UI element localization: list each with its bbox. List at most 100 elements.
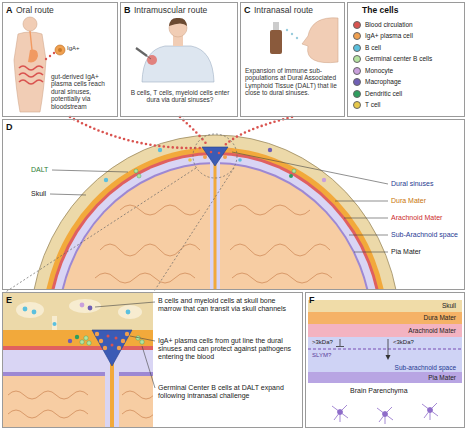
panel-note: B cells, T cells, myeloid cells enter du…: [125, 89, 235, 104]
head-cross-section: [238, 158, 242, 162]
membrane-label: SLYM?: [312, 352, 331, 359]
human-torso: [136, 48, 147, 56]
route-panel: BIntramuscular route B cells, T cells, my…: [120, 2, 238, 117]
meninges-zoom: [53, 322, 57, 326]
figure-panel: FSkullDura MaterArachnoid MaterSub-arach…: [305, 292, 465, 428]
head-cross-section: [210, 151, 213, 154]
human-torso: [136, 18, 214, 82]
meninges-zoom: [3, 376, 153, 427]
leader-line: [95, 302, 155, 388]
meninges-zoom: [115, 337, 118, 340]
layer-band: Arachnoid Mater: [308, 324, 462, 337]
human-body: [23, 17, 37, 31]
neuron-icon: [332, 405, 348, 422]
zoom-outline: [4, 168, 196, 293]
meninges-zoom: [69, 299, 101, 313]
size-label: <3kDa?: [393, 339, 414, 346]
legend-item: Dendritic cell: [353, 89, 402, 98]
layer-bands: [308, 324, 462, 337]
panel-note: gut-derived IgA+ plasma cells reach dura…: [51, 73, 116, 110]
slym-membrane: [308, 348, 462, 349]
panel-letter: E: [6, 295, 12, 305]
layer-bands: [308, 300, 462, 383]
meninges-zoom: [117, 346, 121, 350]
meninges-zoom: [3, 372, 153, 376]
structure-label: Arachnoid Mater: [390, 214, 443, 222]
legend-text: Blood circulation: [365, 21, 413, 28]
diffusion-arrow: [336, 339, 391, 360]
head-cross-section: [322, 178, 326, 182]
zoom-outline: [193, 134, 237, 178]
meninges-zoom: [95, 332, 99, 336]
human-body: [30, 31, 32, 50]
layer-name: Dura Mater: [423, 314, 456, 321]
head-cross-section: [214, 160, 217, 289]
leader-line: [95, 302, 155, 307]
meninges-zoom: [107, 335, 110, 338]
head-cross-section: [289, 174, 293, 178]
legend-swatch: [353, 32, 361, 40]
head-cross-section: [210, 160, 220, 289]
legend-swatch: [353, 21, 361, 29]
head-cross-section: [223, 155, 227, 159]
panel-heading: Intranasal route: [254, 6, 313, 16]
face-profile: [291, 33, 293, 35]
plasma-cell-icon: [49, 55, 51, 57]
layer-name: Arachnoid Mater: [408, 327, 456, 334]
region-label: Brain Parenchyma: [350, 387, 408, 395]
face-profile: [273, 22, 279, 30]
zoom-outline: [4, 134, 237, 293]
face-profile: [270, 30, 282, 54]
meninges-zoom: [99, 339, 103, 343]
face-profile: [296, 37, 298, 39]
panel-letter: A: [6, 5, 13, 15]
layer-band: Dura Mater: [308, 312, 462, 324]
panel-heading: Intramuscular route: [134, 6, 207, 16]
structure-label: DALT: [30, 166, 49, 174]
meninges-zoom: [23, 307, 28, 312]
meninges-zoom: [87, 341, 91, 345]
face-profile: [302, 18, 338, 63]
meninges-zoom: [118, 305, 142, 319]
legend-text: T cell: [365, 101, 380, 108]
head-cross-section: [218, 152, 221, 155]
layer-bands: [308, 312, 462, 324]
plasma-cell-icon: [53, 52, 55, 54]
plasma-cell-icon: [55, 45, 65, 55]
meninges-zoom: [8, 391, 153, 418]
human-body: [19, 66, 43, 84]
human-body: [28, 50, 38, 63]
meninges-zoom: [80, 340, 84, 344]
meninges-zoom: [92, 330, 132, 366]
slym-membrane: [308, 349, 462, 350]
leader-line: [349, 235, 388, 236]
panel-note: Expansion of immune sub-populations at D…: [245, 67, 342, 97]
panel-letter: D: [6, 122, 13, 132]
leader-line: [130, 336, 155, 341]
structure-label: Dura Mater: [390, 197, 427, 205]
head-cross-section: [137, 174, 141, 178]
leader-line: [142, 346, 155, 388]
leader-line: [354, 252, 388, 253]
meninges-zoom: [52, 316, 57, 330]
cell-label: IgA+: [67, 45, 80, 52]
panel-letter: F: [309, 295, 315, 305]
human-torso: [142, 46, 214, 82]
legend-swatch: [353, 67, 361, 75]
meninges-zoom: [88, 306, 93, 311]
meninges-zoom: [3, 293, 153, 427]
neuron-icon: [332, 403, 438, 424]
figure-panel: E: [2, 292, 303, 428]
callout-note: IgA+ plasma cells from gut line the dura…: [158, 337, 300, 361]
meninges-zoom: [68, 339, 72, 343]
face-profile: [270, 18, 338, 63]
legend-swatch: [353, 55, 361, 63]
legend-swatch: [353, 44, 361, 52]
panel-letter: B: [124, 5, 131, 15]
diffusion-arrow: [336, 346, 344, 347]
meninges-zoom: [75, 335, 79, 339]
blood-stream-dots: [70, 117, 292, 148]
neuron-icon: [422, 403, 438, 420]
blood-stream-dots: [70, 117, 201, 148]
layer-name: Sub-arachnoid space: [395, 364, 456, 371]
